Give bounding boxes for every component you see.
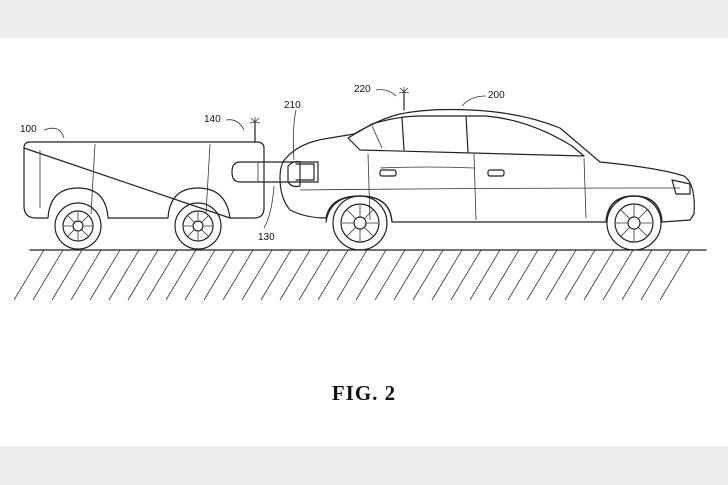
- label-trailer: 100: [20, 124, 37, 135]
- hatch-line: [526, 249, 558, 301]
- hatch-line: [298, 249, 330, 301]
- hatch-line: [13, 249, 45, 301]
- hatch-line: [279, 249, 311, 301]
- car-front-wheel: [606, 195, 662, 251]
- vehicle-charging-diagram: 100 140 130 210 220 200: [13, 84, 707, 301]
- hatch-line: [89, 249, 121, 301]
- hatch-line: [393, 249, 425, 301]
- hatch-line: [355, 249, 387, 301]
- hatch-line: [374, 249, 406, 301]
- car: [279, 87, 695, 251]
- hatch-line: [640, 249, 672, 301]
- hatch-line: [70, 249, 102, 301]
- hatch-line: [507, 249, 539, 301]
- hatch-line: [51, 249, 83, 301]
- hatch-line: [469, 249, 501, 301]
- hatch-line: [450, 249, 482, 301]
- hatch-line: [165, 249, 197, 301]
- ground-hatching: [13, 249, 691, 301]
- hatch-line: [184, 249, 216, 301]
- hatch-line: [431, 249, 463, 301]
- label-connector-arm: 130: [258, 232, 275, 243]
- hatch-line: [317, 249, 349, 301]
- label-car-antenna: 220: [354, 84, 371, 95]
- label-trailer-antenna: 140: [204, 114, 221, 125]
- trailer-antenna: [249, 117, 261, 143]
- hatch-line: [621, 249, 653, 301]
- hatch-line: [602, 249, 634, 301]
- label-charge-port: 210: [284, 100, 301, 111]
- hatch-line: [203, 249, 235, 301]
- trailer-front-wheel: [174, 202, 222, 250]
- hatch-line: [108, 249, 140, 301]
- hatch-line: [260, 249, 292, 301]
- hatch-line: [241, 249, 273, 301]
- label-car: 200: [488, 90, 505, 101]
- hatch-line: [583, 249, 615, 301]
- ground: [13, 249, 707, 301]
- car-rear-wheel: [332, 195, 388, 251]
- trailer: [23, 117, 265, 250]
- hatch-line: [659, 249, 691, 301]
- connector-arm: [231, 161, 319, 183]
- hatch-line: [564, 249, 596, 301]
- hatch-line: [488, 249, 520, 301]
- hatch-line: [412, 249, 444, 301]
- hatch-line: [127, 249, 159, 301]
- hatch-line: [545, 249, 577, 301]
- patent-sheet: 100 140 130 210 220 200 FIG. 2: [0, 38, 728, 446]
- hatch-line: [32, 249, 64, 301]
- car-antenna: [398, 87, 410, 111]
- hatch-line: [336, 249, 368, 301]
- hatch-line: [222, 249, 254, 301]
- reference-leaders: [43, 89, 487, 229]
- trailer-rear-wheel: [54, 202, 102, 250]
- figure-caption: FIG. 2: [331, 381, 397, 405]
- hatch-line: [146, 249, 178, 301]
